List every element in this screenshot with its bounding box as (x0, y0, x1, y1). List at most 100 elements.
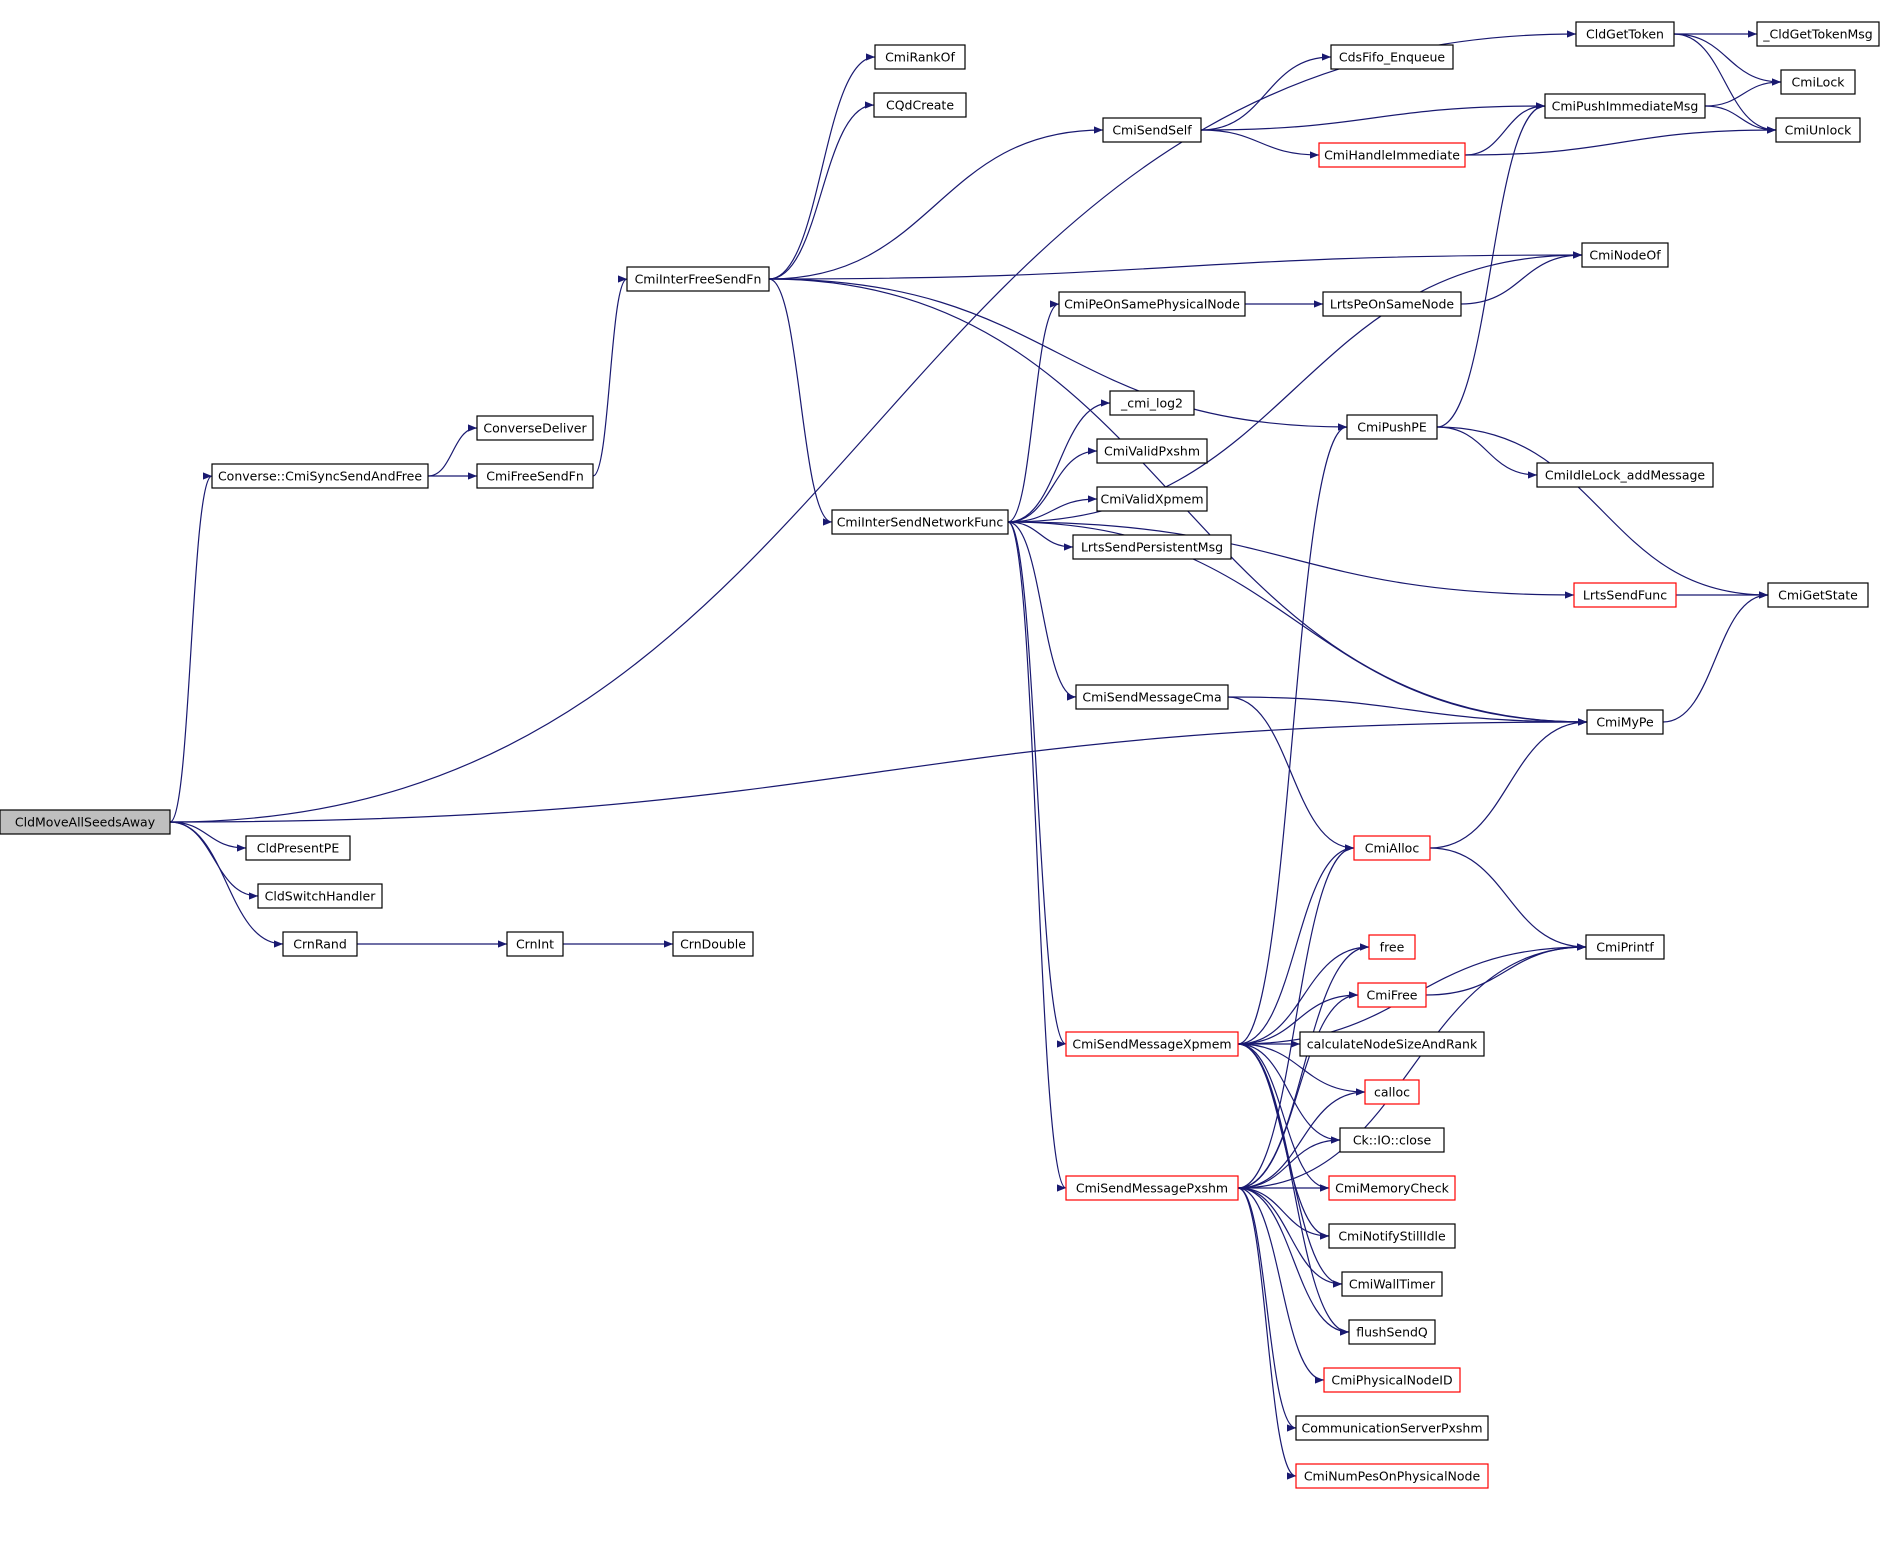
node-cdsfifo-enqueue[interactable]: CdsFifo_Enqueue (1330, 44, 1454, 70)
node-calloc[interactable]: calloc (1364, 1079, 1420, 1105)
node-cmialloc[interactable]: CmiAlloc (1353, 835, 1431, 861)
node-cmipeonsamephysicalnode[interactable]: CmiPeOnSamePhysicalNode (1058, 291, 1246, 317)
node-cmihandleimmediate[interactable]: CmiHandleImmediate (1318, 142, 1466, 168)
node-cmilock[interactable]: CmiLock (1780, 69, 1856, 95)
node-label: CmiRankOf (885, 50, 955, 65)
node-cmigetstate[interactable]: CmiGetState (1767, 582, 1869, 608)
call-edge (1007, 521, 1067, 1048)
call-edge (1237, 1187, 1297, 1432)
node-label: flushSendQ (1356, 1325, 1428, 1340)
call-edge (169, 30, 1577, 823)
node-cmiunlock[interactable]: CmiUnlock (1775, 117, 1861, 143)
call-edge (1237, 1043, 1366, 1096)
node-crnint[interactable]: CrnInt (506, 931, 564, 957)
node-free[interactable]: free (1368, 934, 1416, 960)
node-box (1581, 242, 1669, 268)
node-cmisendmessagepxshm[interactable]: CmiSendMessagePxshm (1065, 1175, 1239, 1201)
node-box (1368, 934, 1416, 960)
node-cldpresentpe[interactable]: CldPresentPE (245, 835, 351, 861)
node-cmisendself[interactable]: CmiSendSelf (1102, 117, 1202, 143)
node-cminodeof[interactable]: CmiNodeOf (1581, 242, 1669, 268)
node-label: CmiPushPE (1357, 420, 1427, 435)
node-label: CmiUnlock (1785, 123, 1852, 138)
node-box (1756, 21, 1880, 47)
node-label: CmiPushImmediateMsg (1552, 99, 1699, 114)
node-cmiinterfreesendfn[interactable]: CmiInterFreeSendFn (626, 266, 770, 292)
node-cminumpesonphysicalnode[interactable]: CmiNumPesOnPhysicalNode (1295, 1463, 1489, 1489)
node-cminotifystillidle[interactable]: CmiNotifyStillIdle (1328, 1223, 1456, 1249)
node-cmiprintf[interactable]: CmiPrintf (1585, 934, 1665, 960)
node-label: LrtsSendFunc (1583, 588, 1667, 603)
node-cmimype[interactable]: CmiMyPe (1586, 709, 1664, 735)
node-ckioclose[interactable]: Ck::IO::close (1339, 1127, 1445, 1153)
node-communicationserverpxshm[interactable]: CommunicationServerPxshm (1295, 1415, 1489, 1441)
node-cmiphysicalnodeid[interactable]: CmiPhysicalNodeID (1323, 1367, 1461, 1393)
node-cldgettokenmsg[interactable]: _CldGetTokenMsg (1756, 21, 1880, 47)
call-edge (1429, 718, 1588, 849)
node-cmipushpe[interactable]: CmiPushPE (1346, 414, 1438, 440)
node-cmirankof[interactable]: CmiRankOf (874, 44, 966, 70)
call-edge (1460, 251, 1583, 305)
node-box (282, 931, 358, 957)
call-edge (1436, 426, 1769, 599)
call-edge (1237, 1043, 1330, 1192)
node-box (874, 44, 966, 70)
node-box (211, 463, 429, 489)
node-box (1339, 1127, 1445, 1153)
node-lrtssendfunc[interactable]: LrtsSendFunc (1573, 582, 1677, 608)
node-label: calculateNodeSizeAndRank (1307, 1037, 1478, 1052)
node-label: CrnDouble (680, 937, 746, 952)
call-edge (1237, 1187, 1297, 1480)
node-cldgettoken[interactable]: CldGetToken (1575, 21, 1675, 47)
call-edge (1237, 943, 1587, 1189)
node-label: CmiFreeSendFn (486, 469, 584, 484)
node-box (1586, 709, 1664, 735)
call-edge (1227, 696, 1355, 852)
node-label: CmiValidXpmem (1100, 492, 1203, 507)
node-crndouble[interactable]: CrnDouble (672, 931, 754, 957)
node-cmisendmessagecma[interactable]: CmiSendMessageCma (1075, 684, 1229, 710)
node-label: calloc (1374, 1085, 1410, 1100)
node-box (831, 509, 1009, 535)
node-cmiintersendnetworkfunc[interactable]: CmiInterSendNetworkFunc (831, 509, 1009, 535)
node-box (245, 835, 351, 861)
node-cmiidlelock-addmessage[interactable]: CmiIdleLock_addMessage (1536, 462, 1714, 488)
node-cqdcreate[interactable]: CQdCreate (873, 92, 967, 118)
node-box (476, 463, 594, 489)
call-edge (1237, 1088, 1366, 1189)
node-box (1536, 462, 1714, 488)
node-cmi-log2[interactable]: _cmi_log2 (1109, 390, 1195, 416)
node-cmifreesendfn[interactable]: CmiFreeSendFn (476, 463, 594, 489)
node-flushsendq[interactable]: flushSendQ (1348, 1319, 1436, 1345)
node-cmivalidxpmem[interactable]: CmiValidXpmem (1096, 486, 1208, 512)
node-label: Ck::IO::close (1353, 1133, 1432, 1148)
call-edge (1200, 129, 1320, 159)
node-label: CommunicationServerPxshm (1301, 1421, 1482, 1436)
node-cldswitchhandler[interactable]: CldSwitchHandler (257, 883, 383, 909)
node-cldmoveallseedsaway[interactable]: CldMoveAllSeedsAway (0, 809, 171, 835)
node-label: CmiMemoryCheck (1335, 1181, 1449, 1196)
node-label: CQdCreate (886, 98, 954, 113)
node-cmimemorycheck[interactable]: CmiMemoryCheck (1328, 1175, 1456, 1201)
node-conversecmisyncsendandfree[interactable]: Converse::CmiSyncSendAndFree (211, 463, 429, 489)
node-lrtssendpersistentmsg[interactable]: LrtsSendPersistentMsg (1072, 534, 1232, 560)
node-label: CmiPrintf (1596, 940, 1654, 955)
node-box (1102, 117, 1202, 143)
call-edge (1007, 447, 1098, 523)
node-box (1109, 390, 1195, 416)
node-cmifree[interactable]: CmiFree (1357, 982, 1427, 1008)
node-cmipushimmediatemsg[interactable]: CmiPushImmediateMsg (1544, 93, 1706, 119)
call-edge (169, 718, 1588, 823)
node-cmisendmessagexpmem[interactable]: CmiSendMessageXpmem (1065, 1031, 1239, 1057)
call-edge (1237, 1136, 1341, 1189)
node-box (1096, 438, 1208, 464)
call-edge (169, 821, 247, 852)
node-cmiwalltimer[interactable]: CmiWallTimer (1341, 1271, 1443, 1297)
node-calculatenodesizeandrank[interactable]: calculateNodeSizeAndRank (1299, 1031, 1485, 1057)
node-label: CmiNotifyStillIdle (1338, 1229, 1446, 1244)
node-conversedeliver[interactable]: ConverseDeliver (476, 415, 594, 441)
node-cmivalidpxshm[interactable]: CmiValidPxshm (1096, 438, 1208, 464)
node-lrtspeonsamenode[interactable]: LrtsPeOnSameNode (1322, 291, 1462, 317)
node-crnrand[interactable]: CrnRand (282, 931, 358, 957)
node-box (1075, 684, 1229, 710)
